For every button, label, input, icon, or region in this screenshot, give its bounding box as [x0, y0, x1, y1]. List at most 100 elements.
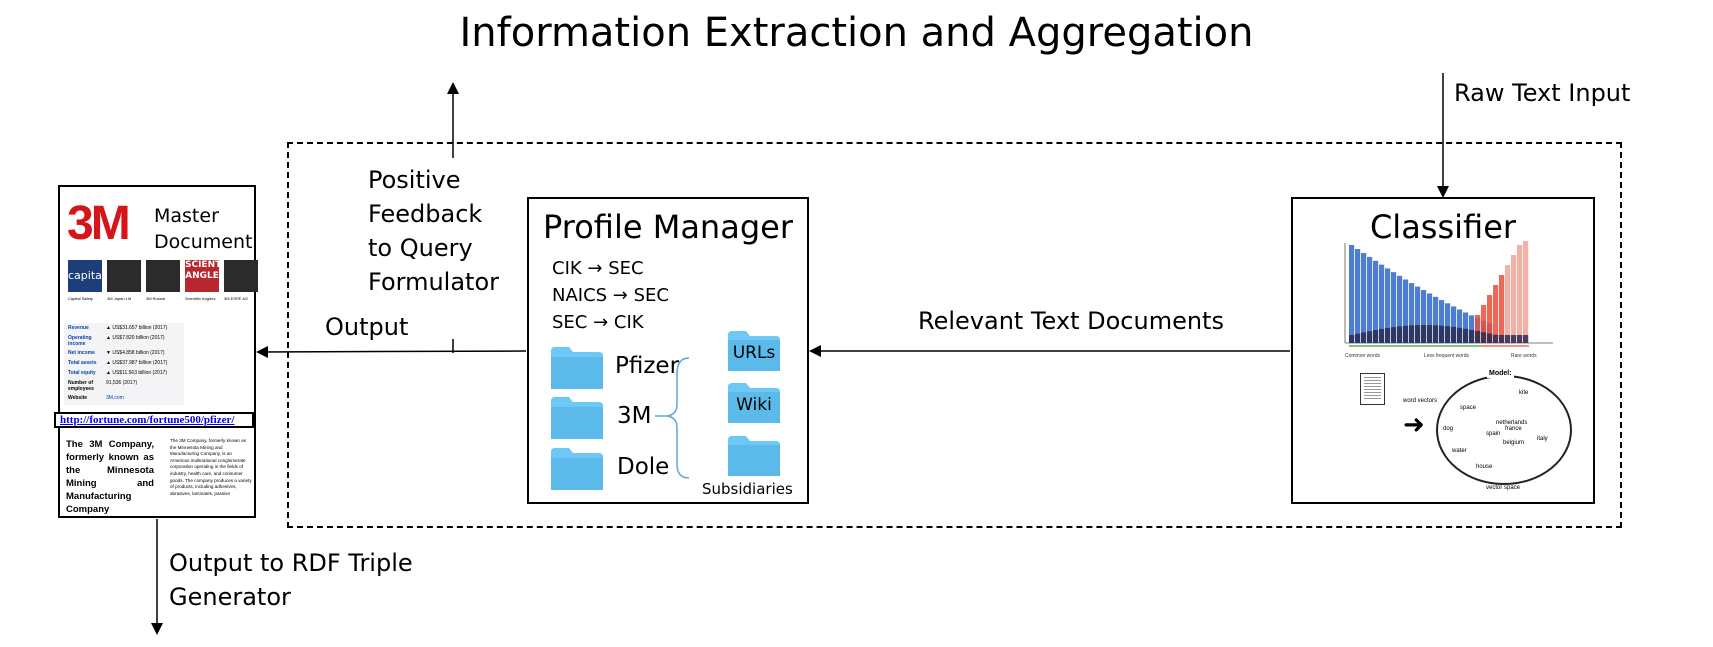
output-label: Output [325, 313, 409, 341]
infobox-value: 91,536 (2017) [106, 380, 138, 386]
fortune-url-link[interactable]: http://fortune.com/fortune500/pfizer/ [60, 414, 235, 426]
folder-icon [728, 436, 780, 476]
histogram-bar [1517, 335, 1523, 343]
summary-bold-text: The 3M Company, formerly known as the Mi… [66, 439, 154, 515]
histogram-bar [1511, 255, 1517, 343]
histogram-bar [1373, 330, 1379, 343]
mapping-item: NAICS → SEC [552, 285, 669, 306]
histogram-bar [1349, 335, 1355, 343]
histogram-bar [1487, 333, 1493, 343]
histogram-bar [1409, 325, 1415, 343]
master-title-line: Document [154, 231, 253, 253]
master-document-title: Master Document [154, 203, 252, 255]
thumbnail-image [224, 260, 258, 292]
histogram-bar [1397, 326, 1403, 343]
word-label: france [1505, 426, 1522, 432]
histogram-bar [1421, 325, 1427, 343]
thumbnail-image: capital [68, 260, 105, 292]
histogram-bar [1433, 296, 1439, 343]
folder-icon [551, 347, 603, 389]
3m-logo: 3M [67, 197, 131, 250]
infobox-value: ▲ US$37.987 billion (2017) [106, 360, 168, 366]
histogram-bar [1367, 256, 1373, 343]
mapping-item: CIK → SEC [552, 258, 644, 279]
folder-icon [551, 448, 603, 490]
profile-label: 3M [617, 403, 652, 429]
raw-text-input-label: Raw Text Input [1454, 79, 1631, 107]
folder-icon [728, 383, 780, 423]
histogram-bar [1379, 264, 1385, 343]
histogram-bar [1433, 325, 1439, 343]
word-label: dog [1443, 426, 1454, 432]
feedback-line: to Query [368, 234, 473, 262]
histogram-bar [1379, 328, 1385, 343]
word-label: belgium [1503, 440, 1525, 446]
folder-icon [728, 331, 780, 371]
infobox-value: ▲ US$11.563 billion (2017) [106, 370, 168, 376]
subsidiary-bracket [655, 357, 690, 479]
histogram-bar [1427, 325, 1433, 343]
master-title-line: Master [154, 205, 219, 227]
profile-manager-title: Profile Manager [543, 208, 793, 246]
classifier: Classifier Common words Less frequent wo… [1291, 197, 1595, 504]
histogram-bar [1481, 332, 1487, 343]
profile-label: Dole [617, 454, 670, 480]
subsidiaries-label: Subsidiaries [702, 480, 793, 498]
thumbnail-caption: 3M Russia [146, 296, 165, 301]
histogram-bar [1463, 328, 1469, 343]
url-bar[interactable]: http://fortune.com/fortune500/pfizer/ [54, 412, 254, 428]
thumbnail-caption: Capital Safety [68, 296, 93, 301]
infobox-key: Total assets [68, 360, 97, 366]
histogram-bar [1415, 286, 1421, 343]
thumbnail-image: SCIENT ANGLE [185, 260, 221, 292]
classifier-title: Classifier [1369, 208, 1517, 246]
histogram-bar [1475, 315, 1481, 343]
histogram-bar [1457, 327, 1463, 343]
histogram-bar [1445, 303, 1451, 343]
word-label: netherlands [1496, 420, 1528, 426]
feedback-line: Formulator [368, 268, 500, 296]
histogram-bar [1481, 305, 1487, 343]
word-label: spain [1486, 431, 1501, 437]
histogram-bar [1355, 333, 1361, 343]
histogram-bar [1391, 272, 1397, 343]
histogram-bar [1427, 293, 1433, 343]
histogram-bar [1385, 327, 1391, 343]
sub-folder-label: URLs [732, 343, 776, 363]
vector-space-label: vector space [1486, 485, 1521, 491]
thumbnail-image [107, 260, 141, 292]
histogram-bar [1451, 306, 1457, 343]
infobox-key: Website [68, 395, 88, 401]
output-rdf-label: Output to RDF Triple Generator [169, 546, 413, 614]
master-document: 3M Master Document capital SCIENT ANGLE … [54, 185, 258, 518]
arrow-icon: ➜ [1403, 410, 1425, 440]
histogram-label: Rare words [1511, 353, 1537, 359]
model-label: Model: [1487, 370, 1514, 378]
mapping-item: SEC → CIK [552, 312, 644, 333]
word-label: house [1476, 464, 1493, 470]
word-label: space [1460, 405, 1477, 411]
positive-feedback-label: Positive Feedback to Query Formulator [368, 163, 499, 299]
histogram-bar [1445, 326, 1451, 343]
histogram-bar [1469, 329, 1475, 343]
histogram-bar [1349, 245, 1355, 343]
infobox-value: 3M.com [106, 395, 124, 401]
infobox: Revenue ▲ US$31.657 billion (2017) Opera… [64, 323, 184, 405]
histogram-bar [1421, 290, 1427, 343]
histogram-bar [1463, 312, 1469, 343]
word-label: water [1452, 448, 1467, 454]
pipeline-boundary [287, 142, 1622, 528]
histogram-bar [1403, 325, 1409, 343]
histogram-bar [1367, 331, 1373, 343]
histogram-bar [1439, 325, 1445, 343]
document-icon [1360, 373, 1385, 405]
diagram-title: Information Extraction and Aggregation [459, 10, 1254, 56]
sub-folder-label: Wiki [736, 395, 772, 415]
relevant-text-documents-label: Relevant Text Documents [918, 307, 1224, 335]
histogram-bar [1517, 245, 1523, 343]
feedback-line: Positive [368, 166, 461, 194]
profile-label: Pfizer [615, 353, 680, 379]
word-label: kite [1519, 390, 1529, 396]
profile-manager: Profile Manager CIK → SEC NAICS → SEC SE… [527, 197, 809, 504]
